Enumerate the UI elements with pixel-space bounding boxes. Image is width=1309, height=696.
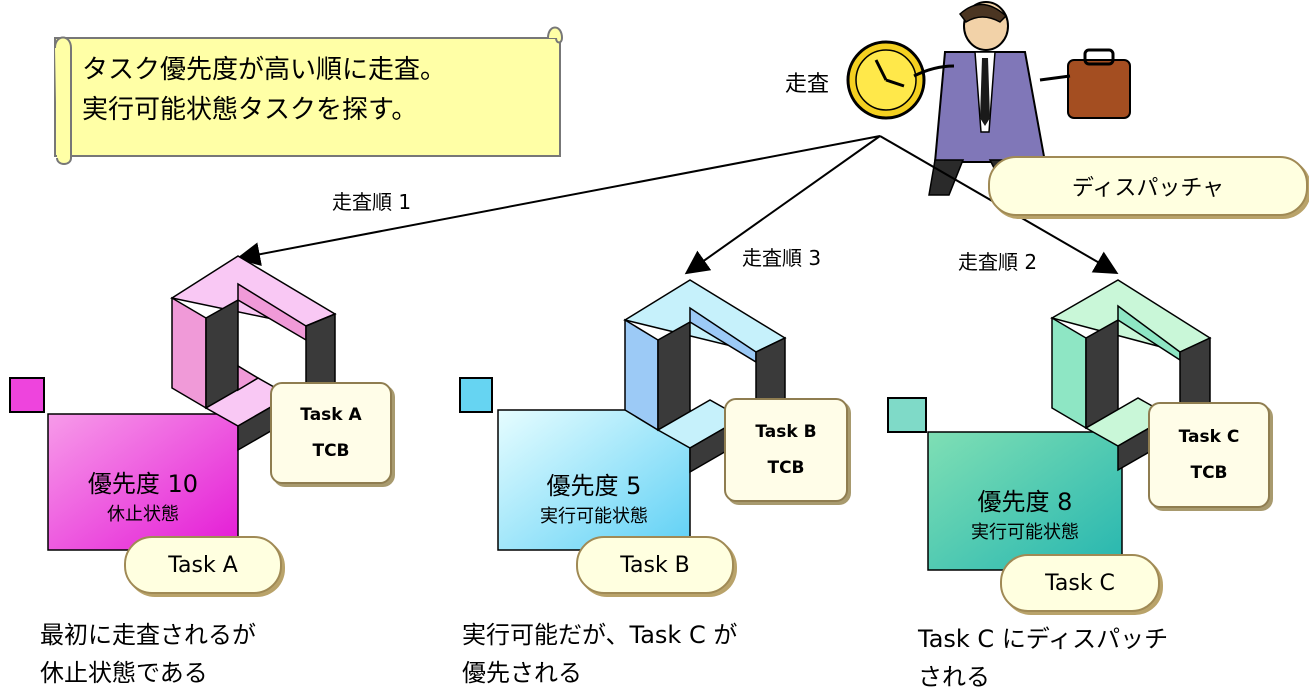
tcb-label: TCB — [767, 458, 805, 478]
note-text: タスク優先度が高い順に走査。 実行可能状態タスクを探す。 — [82, 50, 446, 130]
scan-arrow-1 — [236, 135, 881, 267]
task-a-caption: 最初に走査されるが 休止状態である — [40, 616, 256, 692]
scan-order-1-label: 走査順 1 — [332, 190, 412, 214]
task-a-priority: 優先度 10 — [87, 470, 199, 498]
task-b-priority: 優先度 5 — [546, 472, 642, 500]
task-b-name: Task B — [576, 536, 734, 594]
note-line-1: タスク優先度が高い順に走査。 — [82, 55, 447, 85]
task-c-name: Task C — [1000, 554, 1160, 612]
task-c-caption: Task C にディスパッチ される — [918, 620, 1168, 696]
task-b-caption-line-1: 実行可能だが、Task C が — [462, 621, 738, 649]
scan-label: 走査 — [785, 72, 830, 97]
tcb-task-name: Task B — [755, 422, 817, 442]
tcb-task-name: Task A — [300, 405, 362, 425]
task-a-name: Task A — [124, 536, 282, 594]
scroll-note — [54, 26, 564, 165]
scan-order-2-label: 走査順 2 — [958, 250, 1038, 274]
task-b-caption: 実行可能だが、Task C が 優先される — [462, 616, 737, 692]
task-a-state: 休止状態 — [107, 504, 179, 525]
task-b-graphic — [459, 279, 787, 551]
task-a-caption-line-1: 最初に走査されるが — [40, 621, 256, 649]
task-c-caption-line-2: される — [918, 663, 990, 691]
task-c-priority: 優先度 8 — [977, 488, 1073, 516]
task-c-tcb: Task C TCB — [1148, 402, 1270, 508]
task-b-caption-line-2: 優先される — [462, 659, 582, 687]
scan-order-3-label: 走査順 3 — [742, 246, 822, 270]
task-b-state: 実行可能状態 — [540, 506, 648, 527]
dispatcher-label: ディスパッチャ — [988, 156, 1308, 216]
tcb-task-name: Task C — [1178, 427, 1240, 447]
scan-arrow-3 — [684, 135, 881, 275]
task-c-caption-line-1: Task C にディスパッチ — [918, 625, 1169, 653]
task-c-state: 実行可能状態 — [971, 522, 1079, 543]
tcb-label: TCB — [312, 441, 350, 461]
tcb-label: TCB — [1190, 463, 1228, 483]
task-b-tcb: Task B TCB — [724, 398, 848, 502]
task-a-graphic — [9, 255, 337, 551]
task-a-tcb: Task A TCB — [270, 382, 392, 484]
task-a-caption-line-2: 休止状態である — [40, 659, 208, 687]
note-line-2: 実行可能状態タスクを探す。 — [82, 95, 418, 125]
